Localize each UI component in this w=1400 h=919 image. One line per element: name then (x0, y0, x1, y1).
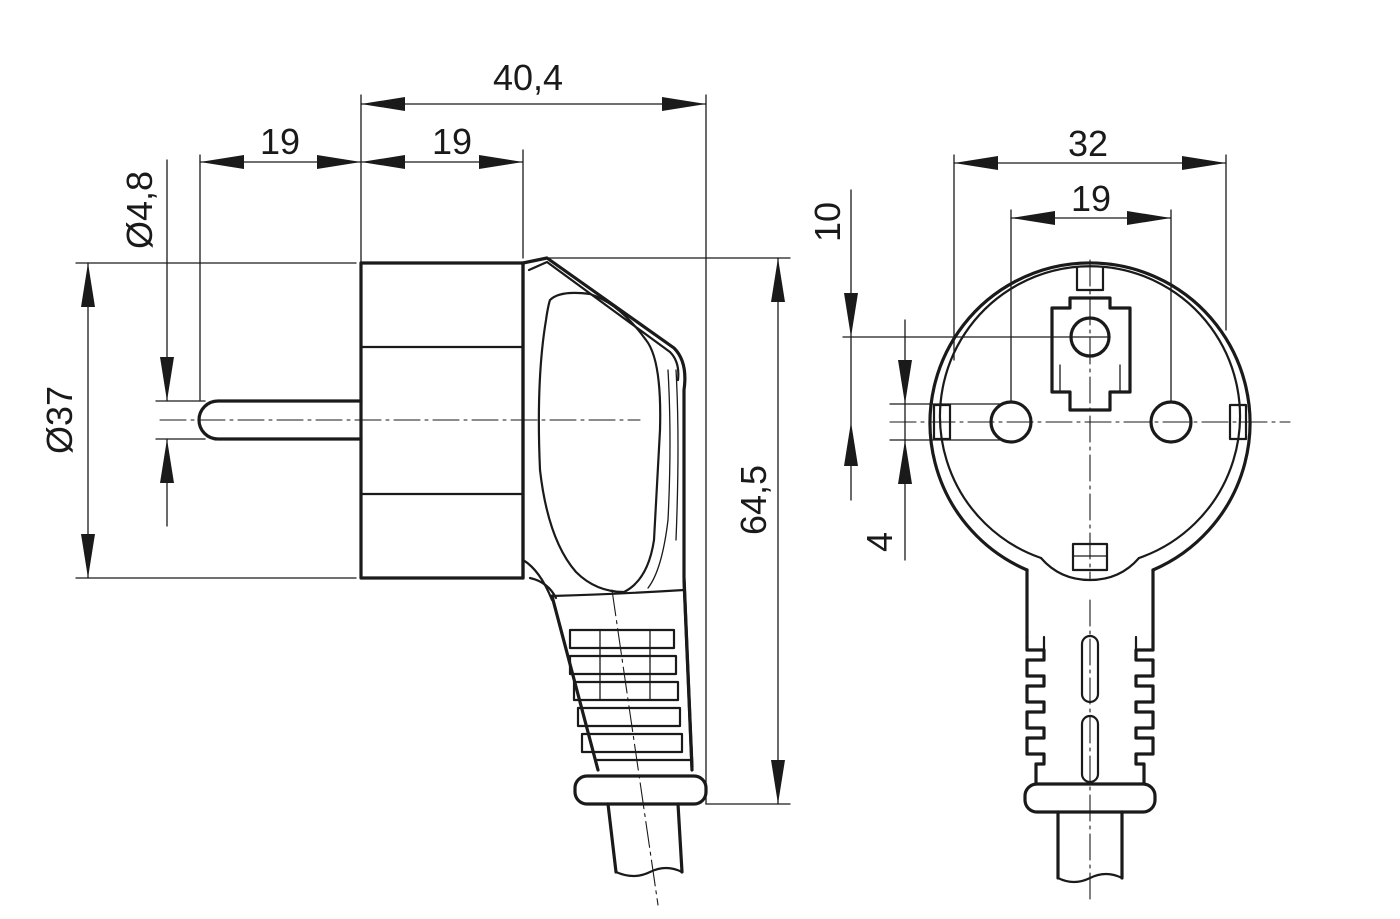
front-view: 32 19 10 4 (807, 123, 1291, 901)
dim-pin-diameter-label: Ø4,8 (119, 171, 160, 249)
dim-height-label: 64,5 (733, 465, 774, 535)
dim-pin-offset-label: 4 (859, 532, 900, 552)
dim-face-width-label: 32 (1068, 123, 1108, 164)
dim-body-depth-label: 19 (432, 121, 472, 162)
dim-pin-spacing-label: 19 (1071, 178, 1111, 219)
strain-relief (550, 578, 708, 906)
dim-pin-diameter: Ø4,8 (119, 159, 206, 527)
dim-body-diameter: Ø37 (39, 262, 357, 579)
dim-pin-length: 19 (199, 121, 362, 401)
side-view: 40,4 19 19 Ø4,8 (39, 57, 791, 906)
strain-relief-front (1023, 599, 1157, 901)
dim-pin-offset: 4 (859, 319, 912, 561)
dim-total-depth: 40,4 (360, 57, 707, 805)
dim-face-width: 32 (953, 123, 1227, 361)
dim-body-diameter-label: Ø37 (39, 386, 80, 454)
dim-top-offset: 10 (807, 189, 858, 501)
front-centerlines (842, 259, 1291, 581)
angled-housing (521, 256, 694, 769)
dim-total-depth-label: 40,4 (493, 57, 563, 98)
dim-pin-spacing: 19 (1010, 178, 1172, 403)
dim-height: 64,5 (548, 257, 791, 805)
contact-pin (159, 399, 641, 441)
dim-top-offset-label: 10 (807, 202, 848, 242)
dim-pin-length-label: 19 (260, 121, 300, 162)
dim-body-depth: 19 (360, 121, 524, 259)
